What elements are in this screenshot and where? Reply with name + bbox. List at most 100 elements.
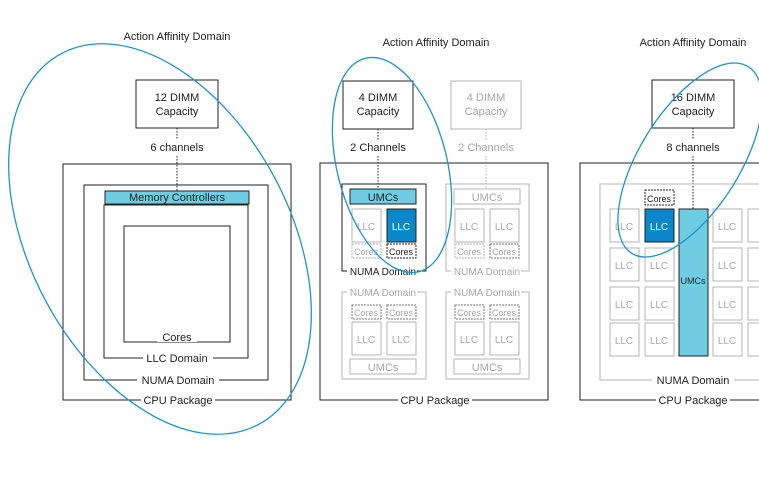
cores-box [454,243,485,259]
llc-box-highlighted [386,208,417,243]
channels-a-label: 2 Channels [350,142,406,154]
llc-box [747,286,759,321]
llc-box [747,322,759,357]
llc-label: LLC [650,261,668,272]
cores-box [386,243,417,259]
llc-domain-label: LLC Domain [146,353,207,365]
umcs-label: UMCs [681,276,706,286]
channels-b-label: 2 Channels [458,142,514,154]
llc-label: LLC [650,222,668,233]
cores-label: Cores [389,247,414,257]
numa-domain-box [83,184,269,381]
llc-box [454,321,485,356]
cores-label: Cores [457,247,482,257]
dimm-line1: 12 DIMM [155,92,200,104]
channels-label: 6 channels [150,142,204,154]
llc-label: LLC [392,335,410,346]
dimm-box [651,79,735,129]
llc-box [644,322,675,357]
cores-box [644,189,675,206]
memory-controllers-bar [104,190,250,205]
llc-label: LLC [615,300,633,311]
llc-label: LLC [718,222,736,233]
dimm-a-line2: Capacity [357,106,400,118]
cores-label: Cores [162,332,192,344]
cpu-package-label: CPU Package [143,395,212,407]
umcs-label: UMCs [472,362,503,374]
numa-quadrant: NUMA Domain UMCs LLC LLC Cores Cores [445,183,530,278]
numa-quadrant-active: NUMA Domain UMCs LLC LLC Cores Cores [341,183,427,278]
panel-3: Action Affinity Domain 16 DIMM Capacity … [579,37,759,407]
cores-label: Cores [647,194,672,204]
cores-label: Cores [389,308,414,318]
panel-1-title: Action Affinity Domain [124,31,231,43]
llc-box [712,322,743,357]
affinity-ellipse [8,43,312,435]
numa-domain-label: NUMA Domain [350,267,416,278]
dimm-b-line1: 4 DIMM [467,92,506,104]
llc-box [351,321,382,356]
llc-box-highlighted [644,208,675,243]
panel-1: Action Affinity Domain 12 DIMM Capacity … [8,31,312,435]
umcs-bar [453,358,521,375]
cores-label: Cores [492,308,517,318]
umcs-label: UMCs [368,192,399,204]
cores-label: Cores [492,247,517,257]
numa-domain-label: NUMA Domain [454,288,520,299]
umcs-label: UMCs [368,362,399,374]
llc-label: LLC [650,300,668,311]
llc-box [489,208,520,243]
llc-box [712,247,743,282]
llc-box [712,286,743,321]
llc-label: LLC [357,222,375,233]
llc-box [609,247,640,282]
llc-box [644,247,675,282]
llc-label: LLC [357,335,375,346]
llc-box [609,322,640,357]
dimm-box-a [342,80,414,130]
llc-box [747,208,759,243]
llc-box [747,247,759,282]
llc-label: LLC [495,335,513,346]
llc-label: LLC [460,222,478,233]
llc-label: LLC [615,222,633,233]
numa-domain-label: NUMA Domain [657,375,730,387]
llc-label: LLC [495,222,513,233]
dimm-box-b [450,80,522,130]
numa-quadrant: NUMA Domain Cores Cores LLC LLC UMCs [341,287,427,380]
numa-domain-label: NUMA Domain [142,375,215,387]
panel-2-title: Action Affinity Domain [383,37,490,49]
llc-label: LLC [615,261,633,272]
numa-domain-label: NUMA Domain [350,288,416,299]
llc-box [644,286,675,321]
dimm-box [135,79,219,129]
llc-box [712,208,743,243]
umcs-label: UMCs [472,192,503,204]
affinity-ellipse [617,62,759,258]
memory-controllers-label: Memory Controllers [129,192,225,204]
umcs-bar [349,188,417,205]
llc-box [454,208,485,243]
cores-label: Cores [354,308,379,318]
dimm-line2: Capacity [672,106,715,118]
dimm-line1: 16 DIMM [671,92,716,104]
llc-label: LLC [718,336,736,347]
llc-label: LLC [650,336,668,347]
numa-quadrant: NUMA Domain Cores Cores LLC LLC UMCs [445,287,530,380]
llc-label: LLC [615,336,633,347]
cpu-package-label: CPU Package [658,395,727,407]
umcs-bar [453,188,521,205]
cores-box [454,304,485,320]
llc-box [386,321,417,356]
umcs-bar [349,358,417,375]
llc-label: LLC [460,335,478,346]
llc-label: LLC [718,300,736,311]
dimm-line2: Capacity [156,106,199,118]
cores-box [351,304,382,320]
dimm-b-line2: Capacity [465,106,508,118]
llc-box [489,321,520,356]
dimm-a-line1: 4 DIMM [359,92,398,104]
cores-box [123,225,231,343]
cores-box [386,304,417,320]
